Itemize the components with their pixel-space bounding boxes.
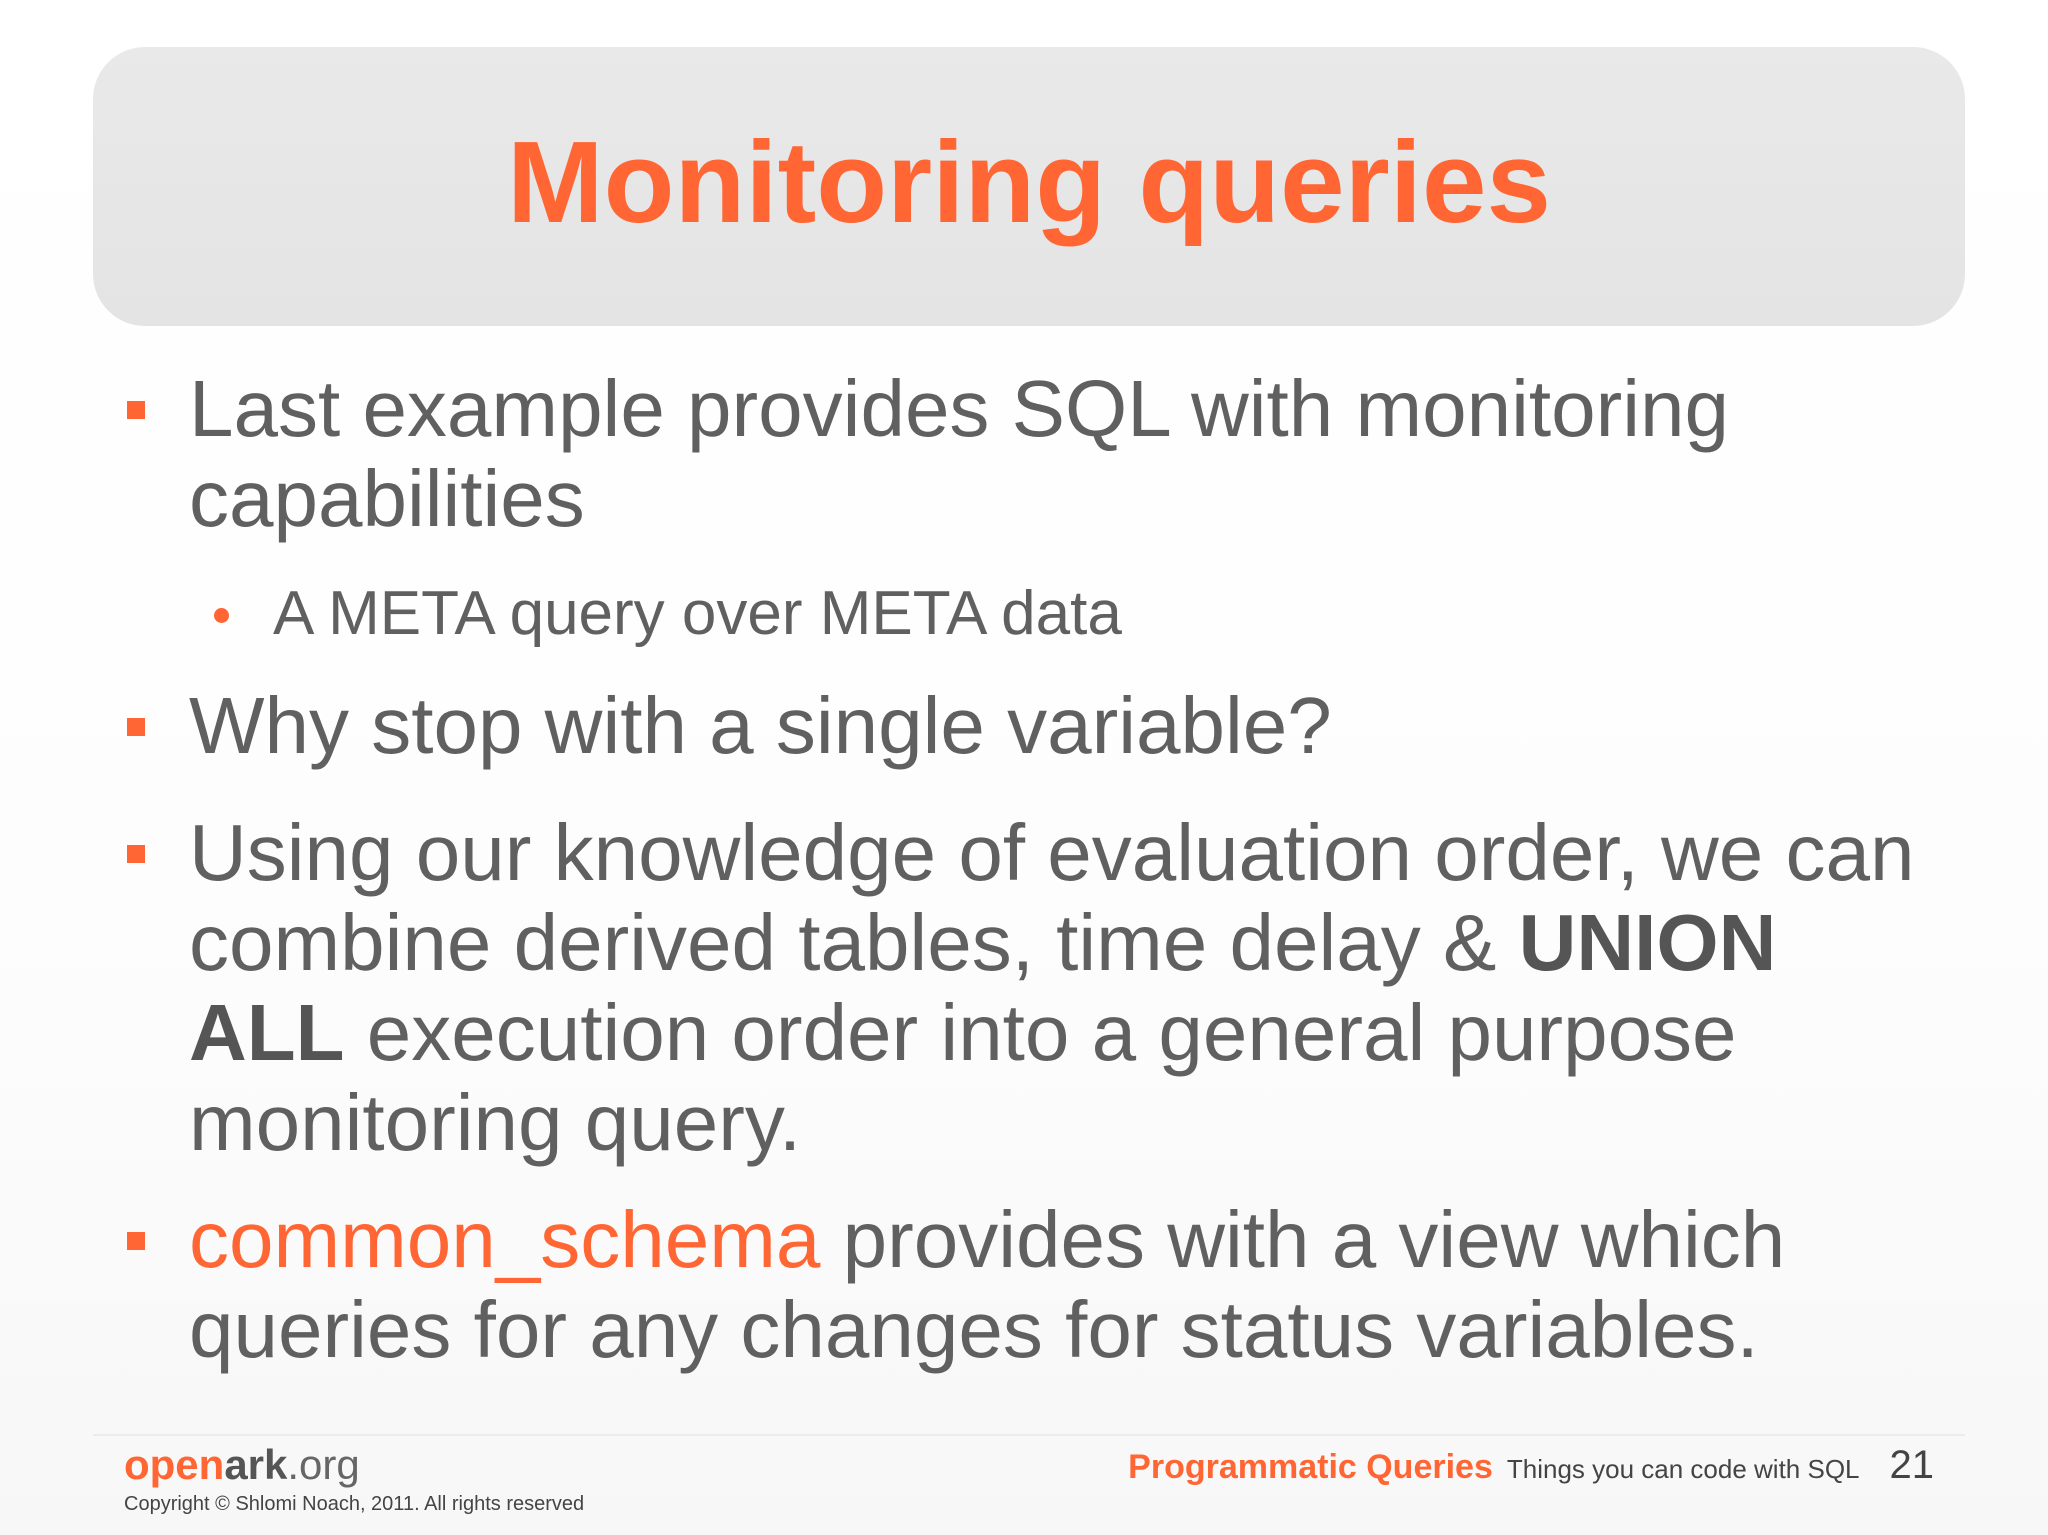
- brand-open: open: [124, 1441, 225, 1488]
- brand-logo: openark.org: [124, 1441, 584, 1489]
- copyright-text: Copyright © Shlomi Noach, 2011. All righ…: [124, 1493, 585, 1515]
- bullet-text: provides with a view which queries for a…: [189, 1195, 1786, 1374]
- square-bullet-icon: [127, 401, 145, 419]
- bullet-text: Last example provides SQL with monitorin…: [189, 364, 1729, 543]
- bullet-item: Why stop with a single variable?: [127, 681, 1949, 771]
- brand-ark: ark: [224, 1441, 288, 1488]
- common-schema-link-text: common_schema: [189, 1195, 821, 1284]
- square-bullet-icon: [127, 845, 145, 863]
- square-bullet-icon: [127, 1232, 145, 1250]
- bullet-item: common_schema provides with a view which…: [127, 1195, 1949, 1375]
- footer-deck-info: Programmatic Queries Things you can code…: [1128, 1443, 1934, 1488]
- slide-title: Monitoring queries: [507, 116, 1551, 247]
- round-bullet-icon: [214, 608, 229, 623]
- bullet-text: Using our knowledge of evaluation order,…: [189, 808, 1915, 987]
- square-bullet-icon: [127, 718, 145, 736]
- bullet-item: Using our knowledge of evaluation order,…: [127, 808, 1949, 1168]
- page-number: 21: [1889, 1443, 1935, 1487]
- bullet-text: Why stop with a single variable?: [189, 681, 1332, 770]
- deck-title: Programmatic Queries: [1128, 1448, 1493, 1486]
- sub-bullet-text: A META query over META data: [273, 579, 1122, 648]
- bullet-text-continued: execution order into a general purpose m…: [189, 988, 1737, 1167]
- bullet-item: Last example provides SQL with monitorin…: [127, 364, 1949, 544]
- sub-bullet-item: A META query over META data: [214, 578, 1873, 650]
- footer-brand-block: openark.org Copyright © Shlomi Noach, 20…: [124, 1441, 584, 1516]
- bullet-bold-text: UNION ALL: [189, 898, 1777, 1077]
- title-box: Monitoring queries: [93, 47, 1965, 326]
- footer-divider: [93, 1434, 1965, 1436]
- deck-subtitle: Things you can code with SQL: [1506, 1454, 1860, 1484]
- brand-org: .org: [287, 1441, 360, 1488]
